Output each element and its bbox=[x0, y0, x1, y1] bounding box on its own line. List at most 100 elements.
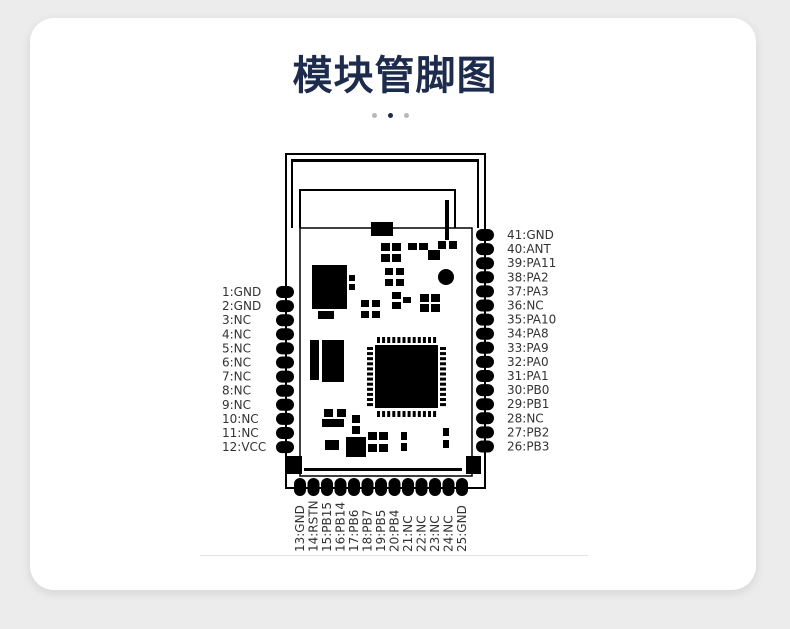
chip-pin bbox=[412, 411, 416, 417]
pin-label-bottom: 14:RSTN bbox=[307, 500, 321, 552]
chip-pin bbox=[428, 337, 431, 343]
chip-pin bbox=[367, 382, 373, 386]
pin-label-right: 28:NC bbox=[507, 411, 544, 425]
pad-left bbox=[276, 398, 294, 411]
pad-bottom bbox=[429, 478, 441, 496]
pad-bottom bbox=[456, 478, 468, 496]
pad-right bbox=[476, 412, 494, 425]
pin-label-left: 5:NC bbox=[222, 341, 251, 355]
pin-label-left: 8:NC bbox=[222, 384, 251, 398]
pad-bottom bbox=[361, 478, 374, 496]
chip-pin bbox=[422, 337, 426, 343]
pin-label-left: 2:GND bbox=[222, 299, 261, 313]
pad-bottom bbox=[375, 478, 387, 496]
pin-label-right: 35:PA10 bbox=[507, 313, 556, 327]
pad-right bbox=[476, 341, 494, 354]
pin-label-bottom: 13:GND bbox=[293, 505, 307, 552]
pin-label-right: 30:PB0 bbox=[507, 383, 549, 397]
pin-label-right: 26:PB3 bbox=[507, 440, 549, 454]
pad-right bbox=[476, 285, 494, 298]
pin-label-right: 36:NC bbox=[507, 299, 544, 313]
antenna-trace bbox=[299, 189, 456, 228]
pin-label-left: 9:NC bbox=[222, 398, 251, 412]
pad-right bbox=[476, 271, 494, 284]
chip-pin bbox=[440, 347, 446, 350]
chip-pin bbox=[387, 337, 391, 343]
pad-left bbox=[276, 286, 294, 298]
pad-left bbox=[276, 342, 294, 355]
chip-pin bbox=[367, 403, 373, 407]
antenna-trace-outer bbox=[291, 159, 479, 228]
chip-pins bbox=[367, 337, 446, 417]
pin-label-left: 3:NC bbox=[222, 313, 251, 327]
pad-bottom bbox=[294, 478, 306, 496]
chip-pin bbox=[367, 347, 373, 350]
pin-label-left: 4:NC bbox=[222, 327, 251, 341]
chip-pin bbox=[367, 362, 373, 366]
chip-pin bbox=[440, 392, 446, 396]
pin-label-right: 33:PA9 bbox=[507, 341, 549, 355]
chip-pin bbox=[422, 411, 426, 417]
pad-left bbox=[276, 441, 294, 454]
pad-right bbox=[476, 327, 494, 340]
pin-label-right: 37:PA3 bbox=[507, 284, 549, 298]
chip-pin bbox=[412, 337, 416, 343]
pad-bottom bbox=[348, 478, 360, 496]
pager-dot-2[interactable] bbox=[388, 113, 393, 118]
pin-label-left: 1:GND bbox=[222, 285, 261, 299]
chip-pin bbox=[387, 411, 391, 417]
pad-bottom bbox=[307, 478, 320, 496]
chip-pin bbox=[367, 352, 373, 356]
pin-labels: 1:GND2:GND3:NC4:NC5:NC6:NC7:NC8:NC9:NC10… bbox=[222, 228, 556, 552]
chip-pin bbox=[407, 337, 411, 343]
chip-pin bbox=[440, 382, 446, 386]
pin-label-left: 10:NC bbox=[222, 412, 259, 426]
pager-dots[interactable] bbox=[370, 112, 420, 120]
chip-pin bbox=[440, 357, 446, 361]
pin-label-left: 6:NC bbox=[222, 356, 251, 370]
pin-label-right: 27:PB2 bbox=[507, 425, 549, 439]
pin-label-left: 7:NC bbox=[222, 370, 251, 384]
chip-pin bbox=[392, 411, 396, 417]
chip-pin bbox=[407, 411, 411, 417]
chip-pin bbox=[382, 337, 386, 343]
pad-bottom bbox=[402, 478, 414, 496]
pad-left bbox=[276, 300, 294, 313]
pin-label-bottom: 22:NC bbox=[415, 515, 429, 552]
pin-label-bottom: 24:NC bbox=[442, 515, 456, 552]
pad-left bbox=[276, 412, 294, 425]
chip-pin bbox=[402, 411, 406, 417]
pad-left bbox=[276, 384, 294, 397]
divider-line bbox=[200, 555, 588, 556]
pad-bottom bbox=[442, 478, 455, 496]
pad-bottom bbox=[321, 478, 333, 496]
pager-dot-3[interactable] bbox=[404, 113, 409, 118]
pin-label-bottom: 19:PB5 bbox=[374, 510, 388, 552]
pad-right bbox=[476, 229, 494, 241]
pad-right bbox=[476, 355, 494, 368]
pager-dot-1[interactable] bbox=[372, 113, 377, 118]
chip-pin bbox=[440, 403, 446, 407]
pin-label-right: 29:PB1 bbox=[507, 397, 549, 411]
pad-right bbox=[476, 370, 494, 382]
pin-label-right: 39:PA11 bbox=[507, 256, 556, 270]
pin-label-bottom: 25:GND bbox=[455, 505, 469, 552]
pin-label-bottom: 15:PB15 bbox=[320, 502, 334, 552]
chip-pin bbox=[440, 352, 446, 356]
pad-left bbox=[276, 314, 294, 327]
chip-pin bbox=[433, 337, 437, 343]
chip-pin bbox=[440, 372, 446, 376]
pin-label-bottom: 20:PB4 bbox=[388, 510, 402, 552]
page-title: 模块管脚图 bbox=[292, 53, 498, 99]
pin-label-bottom: 21:NC bbox=[401, 515, 415, 552]
pad-right bbox=[476, 384, 494, 397]
pad-right bbox=[476, 398, 494, 411]
pad-right bbox=[476, 426, 494, 439]
chip-pin bbox=[382, 411, 386, 417]
pad-right bbox=[476, 243, 494, 256]
pad-right bbox=[476, 313, 494, 326]
chip-pin bbox=[367, 392, 373, 396]
pin-label-right: 38:PA2 bbox=[507, 270, 549, 284]
chip-pin bbox=[440, 362, 446, 366]
